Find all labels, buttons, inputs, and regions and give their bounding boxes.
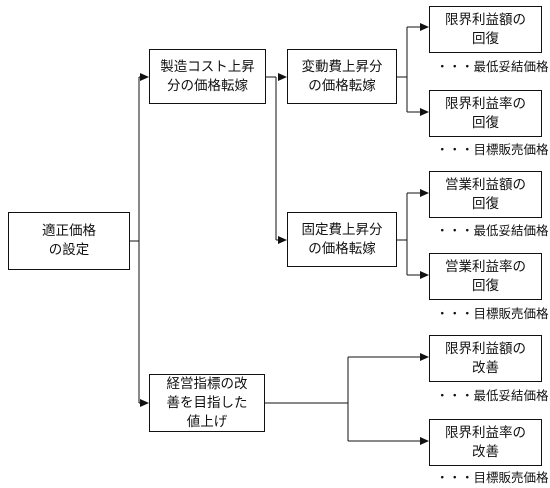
leaf-2: 限界利益率の 回復 <box>429 90 542 137</box>
arrow-to-cost-pass <box>140 73 149 81</box>
arrow-to-leaf6 <box>420 437 429 445</box>
arrow-to-leaf2 <box>420 108 429 116</box>
arrow-to-leaf4 <box>420 271 429 279</box>
arrow-to-variable <box>278 73 287 81</box>
leaf-1: 限界利益額の 回復 <box>429 6 542 53</box>
leaf-2-note: ・・・目標販売価格 <box>436 142 549 157</box>
arrow-to-leaf1 <box>420 23 429 31</box>
leaf-6: 限界利益率の 改善 <box>429 419 542 466</box>
arrow-to-kpi-raise <box>140 399 149 407</box>
leaf-4-note: ・・・目標販売価格 <box>436 306 549 321</box>
leaf-3: 営業利益額の 回復 <box>429 171 542 218</box>
node-cost-pass: 製造コスト上昇 分の価格転嫁 <box>149 49 266 104</box>
node-kpi-raise: 経営指標の改 善を目指した 値上げ <box>149 374 265 432</box>
arrow-to-leaf3 <box>420 189 429 197</box>
leaf-1-note: ・・・最低妥結価格 <box>436 59 549 74</box>
leaf-6-note: ・・・目標販売価格 <box>436 470 549 485</box>
leaf-3-note: ・・・最低妥結価格 <box>436 223 549 238</box>
arrow-to-leaf5 <box>420 353 429 361</box>
node-root: 適正価格 の設定 <box>8 212 130 270</box>
leaf-5: 限界利益額の 改善 <box>429 335 542 382</box>
leaf-5-note: ・・・最低妥結価格 <box>436 388 549 403</box>
leaf-4: 営業利益率の 回復 <box>429 253 542 300</box>
node-variable: 変動費上昇分 の価格転嫁 <box>287 49 397 104</box>
node-fixed: 固定費上昇分 の価格転嫁 <box>287 212 397 267</box>
arrow-to-fixed <box>278 236 287 244</box>
